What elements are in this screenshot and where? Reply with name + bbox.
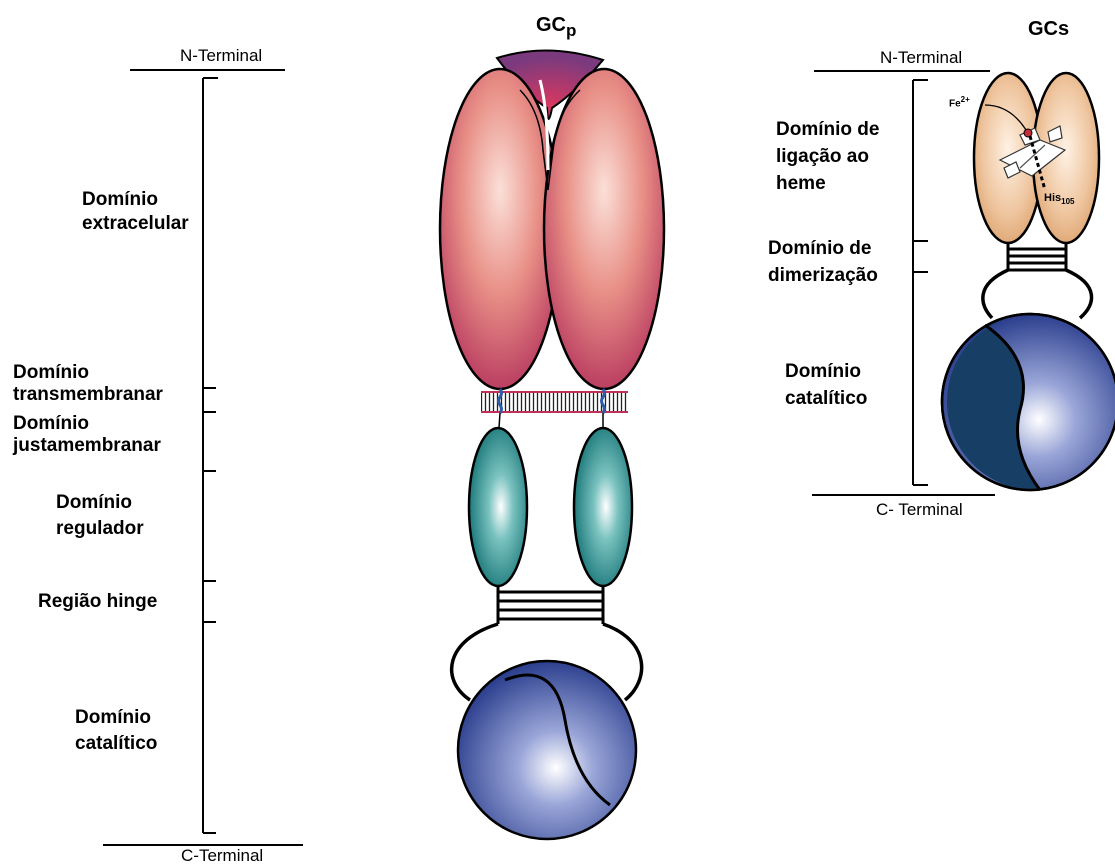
- his-label: His105: [1044, 192, 1074, 206]
- gcp-protein: [440, 50, 664, 839]
- gcp-regulatory-left: [469, 428, 527, 586]
- label-gcs-catalytic-domain: Domínio catalítico: [785, 358, 867, 412]
- label-heme-binding-domain: Domínio de ligação ao heme: [776, 116, 879, 197]
- gcp-hinge: [498, 586, 603, 624]
- label-juxtamembrane-domain: Domínio justamembranar: [13, 413, 161, 457]
- gcs-c-terminal-label: C- Terminal: [876, 500, 963, 520]
- label-dimerization-domain: Domínio de dimerização: [768, 235, 878, 289]
- label-hinge-region: Região hinge: [38, 590, 157, 614]
- gcs-n-terminal-label: N-Terminal: [880, 48, 962, 68]
- gcp-c-terminal-label: C-Terminal: [181, 846, 263, 866]
- gcs-dimerization: [1008, 243, 1066, 270]
- fe-label: Fe2+: [949, 95, 970, 109]
- label-transmembrane-domain: Domínio transmembranar: [13, 362, 163, 406]
- gcp-catalytic-domain: [458, 661, 636, 839]
- gcp-extracellular-left-lobe: [440, 69, 560, 389]
- label-extracellular-domain: Domínio extracelular: [82, 188, 189, 236]
- label-gcp-catalytic-domain: Domínio catalítico: [75, 705, 157, 757]
- gcp-title: GCp: [536, 14, 576, 37]
- label-regulatory-domain: Domínio regulador: [56, 490, 144, 542]
- gcs-title: GCs: [1028, 18, 1069, 41]
- gcp-regulatory-right: [574, 428, 632, 586]
- gcs-protein: [942, 73, 1115, 490]
- gcp-n-terminal-label: N-Terminal: [180, 46, 262, 66]
